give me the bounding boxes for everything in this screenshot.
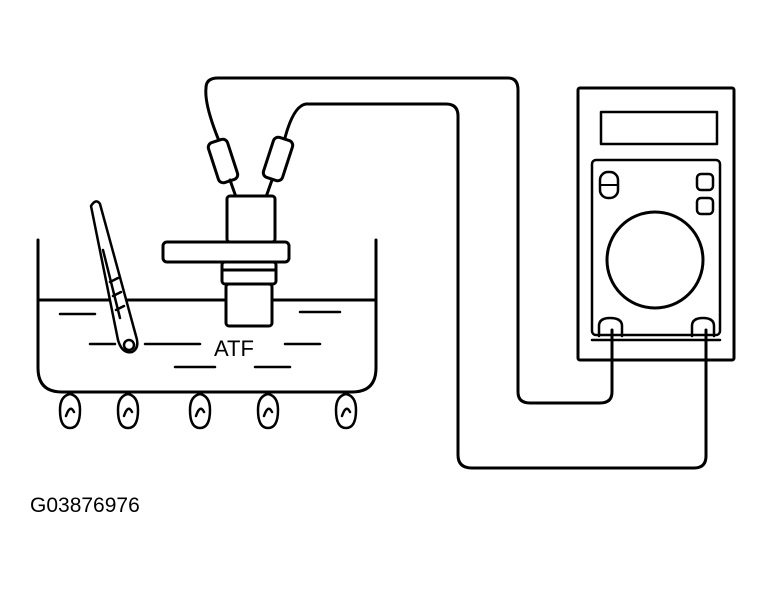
flame-1	[58, 392, 82, 430]
flame-2	[116, 392, 140, 430]
flame-3	[188, 392, 212, 430]
flame-5	[334, 392, 358, 430]
flame-4	[256, 392, 280, 430]
wire-icon	[204, 76, 708, 470]
sensor-icon	[161, 194, 291, 328]
thermometer-icon	[89, 200, 139, 354]
multimeter-icon	[576, 86, 736, 362]
liquid-lines	[58, 310, 342, 369]
flame-icon	[58, 392, 358, 430]
container-icon	[36, 238, 378, 394]
connector-sleeves	[206, 135, 295, 199]
figure-id: G03876976	[30, 494, 140, 517]
fluid-label: ATF	[214, 336, 254, 361]
